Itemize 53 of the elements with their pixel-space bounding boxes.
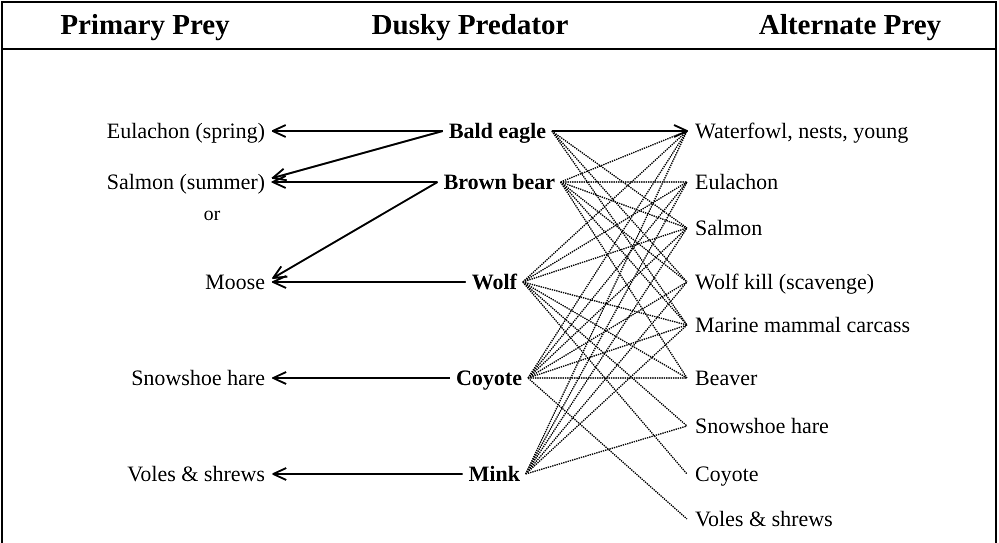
connector-line (527, 182, 688, 378)
column-heading: Alternate Prey (758, 8, 942, 42)
connector-line (525, 425, 688, 475)
primary-prey-label: Eulachon (spring) (106, 118, 265, 144)
connector-line (560, 182, 688, 326)
arrow (552, 124, 688, 138)
connector-line (522, 227, 688, 283)
connector-line (522, 181, 688, 283)
alternate-prey-label: Snowshoe hare (695, 413, 829, 439)
connector-line (522, 281, 688, 427)
arrow (272, 175, 438, 189)
connector-line (528, 377, 688, 520)
arrow (272, 124, 443, 138)
connector-line (551, 130, 688, 229)
connector-line (551, 130, 688, 326)
column-heading: Primary Prey (60, 8, 230, 42)
alternate-prey-label: Beaver (695, 365, 758, 391)
predator-label: Brown bear (444, 169, 555, 195)
predator-label: Mink (468, 461, 520, 487)
arrow (272, 181, 438, 279)
arrow (272, 371, 450, 385)
primary-prey-label: Snowshoe hare (131, 365, 265, 391)
alternate-prey-label: Wolf kill (scavenge) (695, 269, 874, 295)
connector-line (525, 324, 688, 475)
primary-prey-label: Salmon (summer) (106, 169, 265, 195)
column-heading: Dusky Predator (372, 8, 568, 42)
connector-line (560, 181, 687, 183)
connector-line (528, 324, 688, 379)
arrow (272, 275, 466, 289)
predator-label: Bald eagle (448, 118, 546, 144)
connector-line (522, 130, 688, 283)
alternate-prey-label: Eulachon (695, 169, 778, 195)
connector-line (528, 377, 687, 379)
arrow (272, 130, 444, 182)
connector-line (551, 130, 688, 282)
connector-line (560, 181, 688, 283)
primary-prey-label: Voles & shrews (127, 461, 265, 487)
connector-line (522, 281, 688, 326)
connector-line (527, 130, 688, 378)
alternate-prey-label: Voles & shrews (695, 506, 833, 532)
predator-label: Coyote (456, 365, 522, 391)
connector-line (528, 228, 688, 378)
alternate-prey-label: Marine mammal carcass (695, 312, 910, 338)
connector-line (560, 182, 688, 378)
connector-line (560, 181, 688, 229)
note-text: or (204, 202, 220, 226)
alternate-prey-label: Coyote (695, 461, 759, 487)
alternate-prey-label: Waterfowl, nests, young (695, 118, 908, 144)
connector-line (525, 228, 688, 474)
primary-prey-label: Moose (205, 269, 265, 295)
arrow (272, 467, 463, 481)
alternate-prey-label: Salmon (695, 215, 762, 241)
predator-label: Wolf (472, 269, 517, 295)
